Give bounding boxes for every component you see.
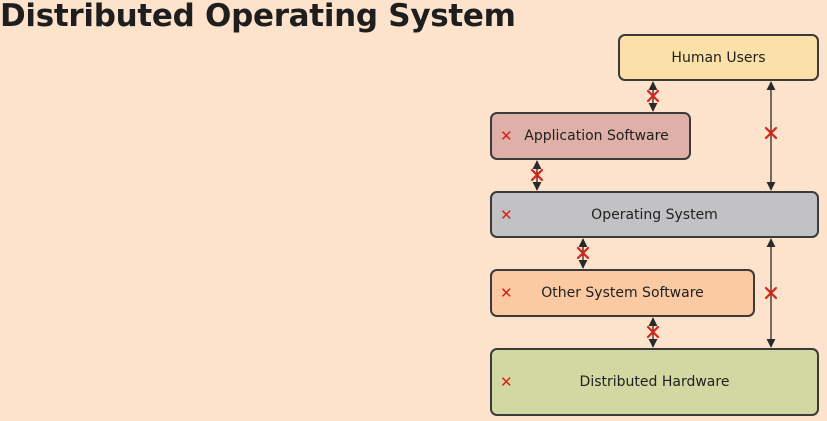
blocked-mark-icon: ✕ bbox=[500, 127, 513, 145]
operating-system-label: Operating System bbox=[591, 206, 718, 223]
application-software-box: ✕ Application Software bbox=[490, 112, 691, 160]
distributed-hardware-label: Distributed Hardware bbox=[579, 374, 730, 390]
application-software-label: Application Software bbox=[524, 128, 669, 144]
blocked-mark-icon bbox=[764, 126, 778, 140]
human-users-box: Human Users bbox=[618, 34, 819, 81]
blocked-mark-icon bbox=[764, 286, 778, 300]
blocked-mark-icon bbox=[576, 246, 590, 260]
blocked-mark-icon: ✕ bbox=[500, 284, 513, 302]
blocked-mark-icon bbox=[646, 325, 660, 339]
page-title: Distributed Operating System bbox=[0, 0, 516, 34]
other-system-software-box: ✕ Other System Software bbox=[490, 269, 755, 317]
operating-system-box: ✕ Operating System bbox=[490, 191, 819, 238]
distributed-hardware-box: ✕ Distributed Hardware bbox=[490, 348, 819, 416]
blocked-mark-icon bbox=[530, 168, 544, 182]
human-users-label: Human Users bbox=[671, 49, 766, 66]
blocked-mark-icon: ✕ bbox=[500, 373, 513, 391]
other-system-software-label: Other System Software bbox=[541, 285, 704, 301]
blocked-mark-icon bbox=[646, 89, 660, 103]
blocked-mark-icon: ✕ bbox=[500, 206, 513, 224]
